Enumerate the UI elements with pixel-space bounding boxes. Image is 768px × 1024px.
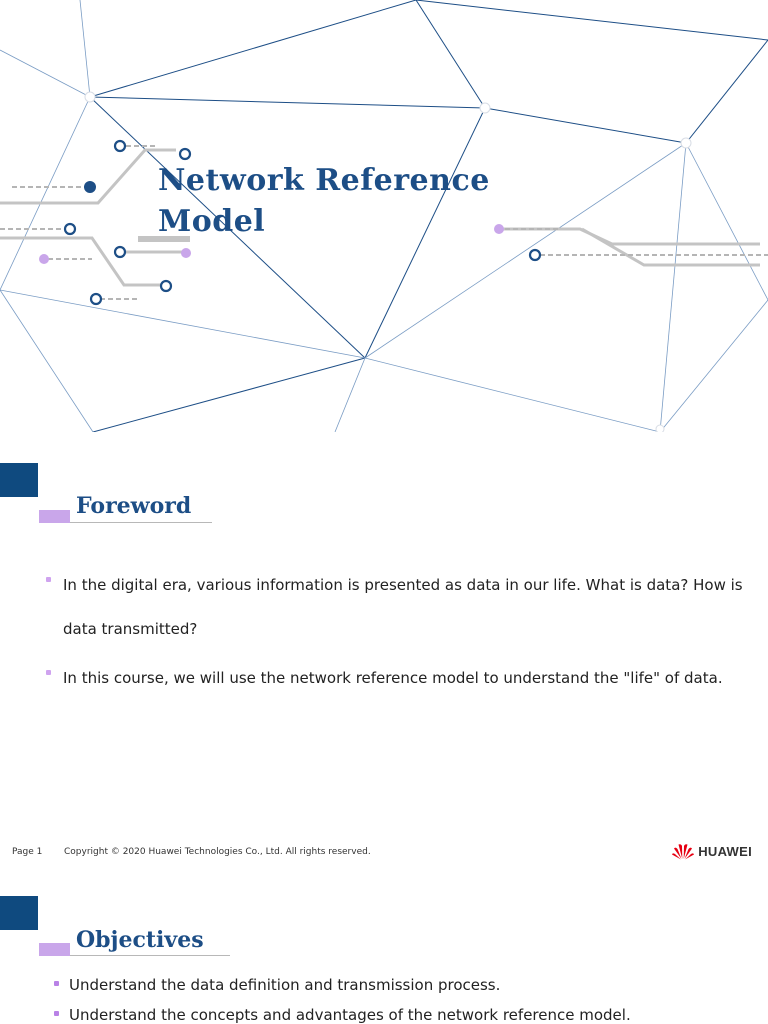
slide-title: Network Reference Model (158, 160, 490, 242)
list-item: Understand the concepts and advantages o… (52, 1006, 752, 1024)
page-number: Page 1 (12, 847, 43, 857)
list-item: In this course, we will use the network … (44, 656, 744, 700)
section-heading: Foreword (76, 493, 192, 519)
brand-logo: HUAWEI (671, 841, 752, 861)
list-item: In the digital era, various information … (44, 563, 744, 651)
foreword-bullet-list: In the digital era, various information … (44, 563, 744, 705)
objectives-slide: Objectives Understand the data definitio… (0, 878, 768, 1024)
brand-name: HUAWEI (698, 843, 752, 859)
copyright-text: Copyright © 2020 Huawei Technologies Co.… (64, 847, 371, 857)
corner-block-decoration (0, 463, 38, 497)
heading-accent-bar (39, 943, 70, 956)
foreword-slide: Foreword In the digital era, various inf… (0, 445, 768, 877)
network-mesh-background (0, 0, 768, 432)
title-line-2: Model (158, 204, 266, 239)
slide-footer: Page 1 Copyright © 2020 Huawei Technolog… (0, 844, 768, 861)
list-item: Understand the data definition and trans… (52, 976, 752, 994)
heading-underline (70, 522, 212, 523)
title-line-1: Network Reference (158, 163, 490, 198)
title-slide: Network Reference Model (0, 0, 768, 432)
heading-accent-bar (39, 510, 70, 523)
heading-underline (70, 955, 230, 956)
corner-block-decoration (0, 896, 38, 930)
huawei-petal-logo-icon (672, 844, 695, 860)
section-heading: Objectives (76, 927, 204, 953)
objectives-bullet-list: Understand the data definition and trans… (52, 976, 752, 1024)
